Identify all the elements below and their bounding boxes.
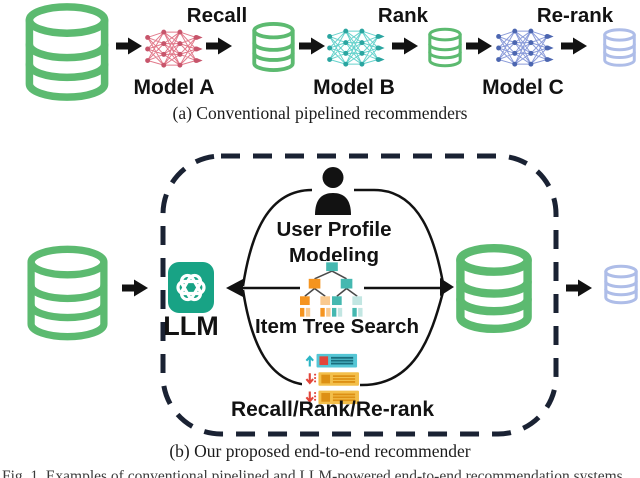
user-icon [312,167,354,215]
database-icon [428,27,462,68]
flow-arrow-icon [561,37,587,55]
cropped-caption: Fig. 1. Examples of conventional pipelin… [2,468,627,478]
database-icon [456,243,532,334]
database-icon [603,28,636,67]
flow-arrow-icon [122,279,148,297]
rerank-label: Re-rank [536,4,614,27]
database-icon [604,264,638,305]
database-icon [27,245,108,341]
item-tree-label: Item Tree Search [254,315,420,338]
flow-arrow-icon [206,37,232,55]
model-a-label: Model A [133,76,215,99]
model-c-label: Model C [482,76,564,99]
recall-label: Recall [186,4,248,27]
llm-label: LLM [163,311,219,341]
neural-network-icon [327,28,385,67]
model-b-label: Model B [313,76,395,99]
neural-network-icon [496,28,554,67]
user-profile-line1: User Profile [276,218,392,241]
neural-network-icon [145,29,203,68]
flow-arrow-icon [392,37,418,55]
database-icon [25,3,109,101]
caption-b: (b) Our proposed end-to-end recommender [169,441,471,461]
recall-rank-rerank-label: Recall/Rank/Re-rank [230,398,435,421]
flow-arrow-icon [116,37,142,55]
item-tree-icon [300,261,364,318]
ranked-list-icon [302,352,360,407]
caption-a: (a) Conventional pipelined recommenders [172,103,468,123]
flow-arrow-icon [466,37,492,55]
database-icon [252,22,295,72]
flow-arrow-icon [566,279,592,297]
openai-llm-icon [168,262,214,313]
rank-label: Rank [377,4,429,27]
flow-arrow-icon [299,37,325,55]
dashed-boundary [160,153,559,437]
